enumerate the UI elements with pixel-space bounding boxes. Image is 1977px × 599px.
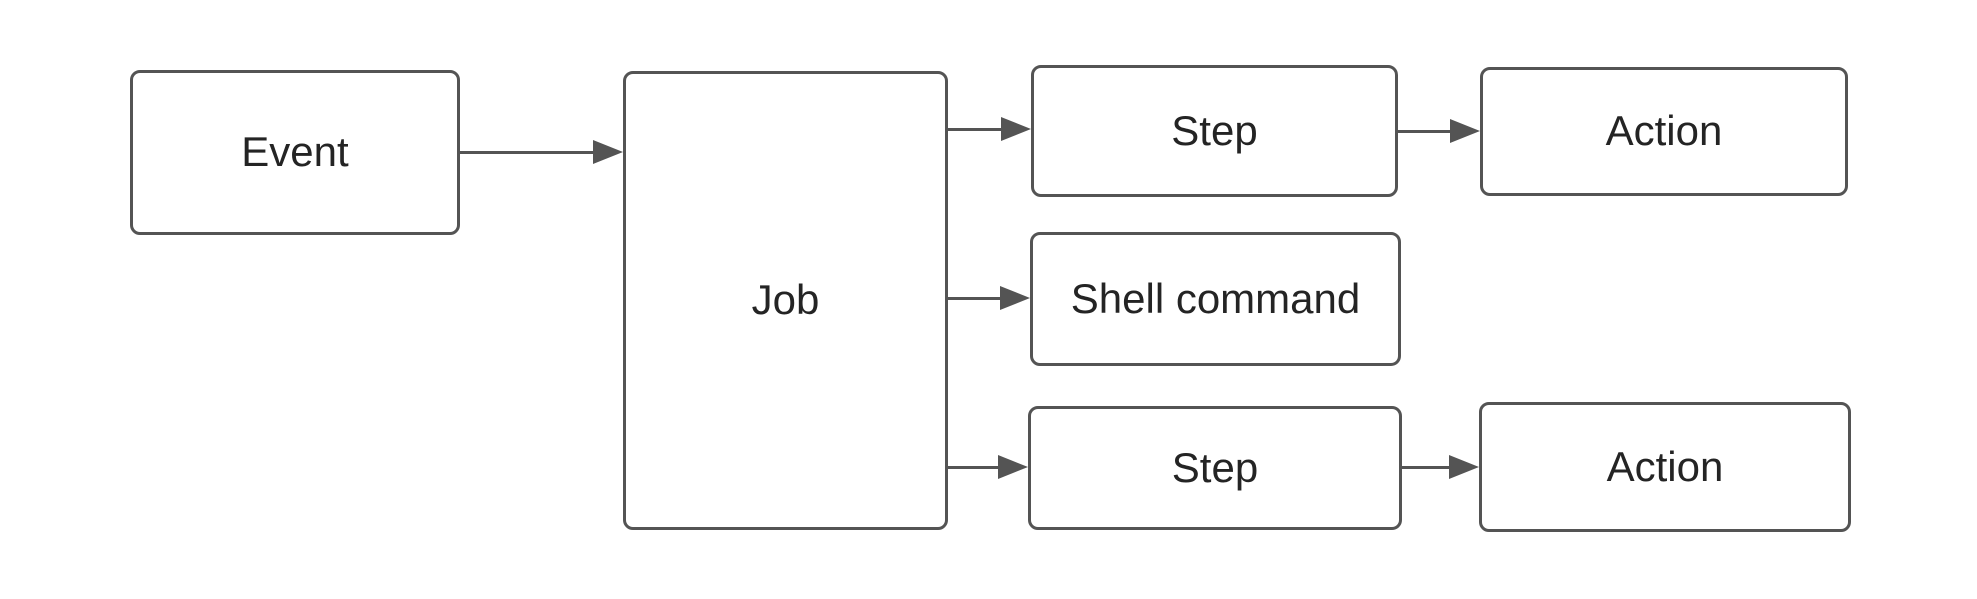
arrowhead-icon [1449,455,1479,479]
node-action-bottom: Action [1479,402,1851,532]
node-step-top-label: Step [1171,106,1258,154]
arrow-step-bottom-to-action-bottom [1402,455,1479,479]
arrowhead-icon [1450,119,1480,143]
arrow-shaft [948,296,1004,300]
arrow-job-to-step-top [948,117,1031,141]
node-step-bottom: Step [1028,406,1402,530]
arrow-shaft [948,127,1005,131]
node-event: Event [130,70,460,235]
arrow-event-to-job [460,140,623,164]
node-event-label: Event [241,128,349,176]
arrow-job-to-step-bottom [948,455,1028,479]
node-action-top: Action [1480,67,1848,196]
arrowhead-icon [593,140,623,164]
arrow-step-top-to-action-top [1398,119,1480,143]
node-shell-command: Shell command [1030,232,1401,366]
node-step-bottom-label: Step [1171,443,1259,491]
arrow-shaft [1398,129,1454,133]
arrow-shaft [948,465,1002,469]
node-action-bottom-label: Action [1606,442,1724,490]
arrowhead-icon [998,455,1028,479]
arrow-shaft [1402,465,1453,469]
node-action-top-label: Action [1605,107,1723,155]
arrowhead-icon [1001,117,1031,141]
node-step-top: Step [1031,65,1398,197]
node-shell-command-label: Shell command [1070,274,1361,322]
arrowhead-icon [1000,286,1030,310]
arrow-job-to-shell-command [948,286,1030,310]
arrow-shaft [460,150,597,154]
node-job: Job [623,71,948,530]
node-job-label: Job [751,276,820,324]
